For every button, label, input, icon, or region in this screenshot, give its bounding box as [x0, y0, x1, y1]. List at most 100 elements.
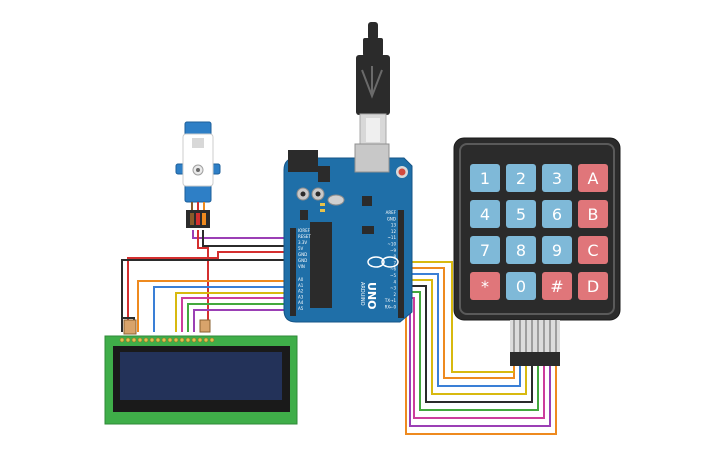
board-name: UNO: [365, 282, 378, 310]
pin-label-right: 13: [391, 223, 397, 228]
wire-a2[interactable]: [175, 292, 292, 332]
pin-label-left: 3.3V: [298, 240, 307, 245]
wire-d6[interactable]: [404, 285, 533, 403]
pin-label-right: RX←0: [385, 305, 397, 310]
key-4[interactable]: 4: [470, 200, 500, 228]
lcd-pin[interactable]: [137, 337, 143, 343]
key-6[interactable]: 6: [542, 200, 572, 228]
key-hash[interactable]: #: [542, 272, 572, 300]
pin-label-left: 5V: [298, 246, 304, 251]
pin-label-right: ~3: [390, 286, 396, 291]
wire-servo-signal[interactable]: [192, 230, 292, 239]
key-D[interactable]: D: [578, 272, 608, 300]
lcd-pin[interactable]: [179, 337, 185, 343]
lcd-pin[interactable]: [161, 337, 167, 343]
lcd-display[interactable]: [104, 319, 298, 425]
key-A[interactable]: A: [578, 164, 608, 192]
pin-label-right: 7: [393, 260, 396, 265]
wire-a3[interactable]: [181, 297, 292, 332]
pin-label-left: A5: [298, 306, 304, 311]
wire-d5[interactable]: [404, 291, 539, 411]
board-brand: ARDUINO: [359, 282, 365, 306]
servo-motor[interactable]: [175, 121, 221, 228]
arduino-uno[interactable]: ARDUINO UNO IOREFRESET3.3V5VGNDGNDVINA0A…: [283, 143, 413, 323]
wire-a5[interactable]: [193, 309, 292, 332]
key-label: 9: [552, 241, 562, 260]
key-label: 8: [516, 241, 526, 260]
pin-label-right: 12: [391, 229, 397, 234]
key-C[interactable]: C: [578, 236, 608, 264]
pin-label-right: ~9: [390, 248, 396, 253]
key-label: 0: [516, 277, 526, 296]
pin-label-right: ~6: [390, 267, 396, 272]
pin-label-right: ~5: [390, 273, 396, 278]
resistor[interactable]: [199, 319, 211, 333]
lcd-pin-header: [119, 337, 215, 343]
key-label: C: [587, 241, 598, 260]
pin-label-right: 2: [393, 292, 396, 297]
pin-label-left: GND: [298, 252, 307, 257]
key-8[interactable]: 8: [506, 236, 536, 264]
key-B[interactable]: B: [578, 200, 608, 228]
wire-yellow-jumper[interactable]: [404, 261, 514, 373]
pin-label-right: ~10: [388, 242, 397, 247]
pin-label-right: 4: [393, 279, 396, 284]
key-label: #: [550, 277, 563, 296]
pin-label-left: A2: [298, 289, 304, 294]
key-star[interactable]: *: [470, 272, 500, 300]
pin-label-right: GND: [387, 216, 396, 221]
lcd-pin[interactable]: [155, 337, 161, 343]
lcd-pin[interactable]: [143, 337, 149, 343]
usb-cable[interactable]: [356, 22, 390, 147]
pin-label-left: RESET: [298, 234, 311, 239]
pin-label-right: ~11: [388, 235, 397, 240]
lcd-pin[interactable]: [167, 337, 173, 343]
lcd-pin[interactable]: [185, 337, 191, 343]
key-label: B: [588, 205, 599, 224]
wire-a1[interactable]: [153, 286, 292, 332]
key-5[interactable]: 5: [506, 200, 536, 228]
lcd-pin[interactable]: [125, 337, 131, 343]
key-2[interactable]: 2: [506, 164, 536, 192]
key-label: 1: [480, 169, 490, 188]
lcd-pin[interactable]: [131, 337, 137, 343]
lcd-pin[interactable]: [209, 337, 215, 343]
key-0[interactable]: 0: [506, 272, 536, 300]
pin-label-left: A1: [298, 283, 304, 288]
pin-label-left: A0: [298, 277, 304, 282]
pin-label-right: 8: [393, 254, 396, 259]
wire-d9[interactable]: [404, 267, 515, 379]
wire-servo-ground[interactable]: [202, 230, 292, 247]
wire-a0[interactable]: [137, 280, 292, 332]
wire-d8[interactable]: [404, 273, 521, 387]
key-9[interactable]: 9: [542, 236, 572, 264]
lcd-pin[interactable]: [203, 337, 209, 343]
lcd-pin[interactable]: [173, 337, 179, 343]
pin-label-left: VIN: [298, 264, 305, 269]
key-label: 6: [552, 205, 562, 224]
wire-d7[interactable]: [404, 279, 527, 395]
pin-label-right: AREF: [386, 210, 397, 215]
key-3[interactable]: 3: [542, 164, 572, 192]
key-label: 5: [516, 205, 526, 224]
lcd-pin[interactable]: [149, 337, 155, 343]
wire-a4[interactable]: [187, 303, 292, 332]
potentiometer[interactable]: [123, 319, 137, 335]
lcd-pin[interactable]: [119, 337, 125, 343]
pin-label-left: A4: [298, 300, 304, 305]
pin-label-left: GND: [298, 258, 307, 263]
pin-label-left: A3: [298, 294, 304, 299]
lcd-pin[interactable]: [191, 337, 197, 343]
key-7[interactable]: 7: [470, 236, 500, 264]
pin-label-left: IOREF: [298, 228, 311, 233]
lcd-pin[interactable]: [197, 337, 203, 343]
key-label: D: [587, 277, 599, 296]
key-1[interactable]: 1: [470, 164, 500, 192]
key-label: 3: [552, 169, 562, 188]
wire-5v[interactable]: [127, 251, 292, 332]
